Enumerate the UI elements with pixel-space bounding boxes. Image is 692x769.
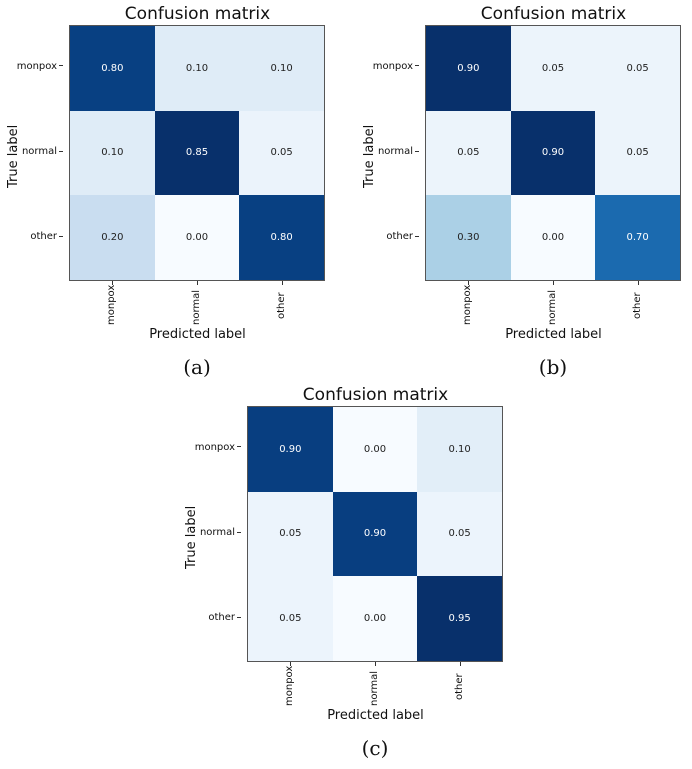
subfigure-caption: (c) [361, 736, 389, 760]
heatmap-cell: 0.05 [510, 26, 596, 111]
heatmap-cell: 0.85 [154, 110, 240, 196]
heatmap-cell: 0.90 [510, 110, 596, 196]
x-tick-label: monpox [105, 284, 117, 325]
heatmap-cell: 0.70 [595, 195, 680, 280]
x-tick-label: other [454, 672, 466, 700]
heatmap-cell: 0.05 [248, 576, 333, 661]
heatmap-cell: 0.05 [595, 26, 680, 111]
heatmap-cell: 0.00 [154, 195, 240, 280]
y-tick-label: monpox [359, 61, 419, 72]
heatmap-cell: 0.10 [70, 110, 155, 196]
heatmap-cell: 0.95 [417, 576, 502, 661]
heatmap-cell: 0.05 [426, 110, 511, 196]
y-tick-label: monpox [181, 442, 241, 453]
chart-title: Confusion matrix [302, 385, 449, 405]
heatmap-cell: 0.90 [248, 407, 333, 492]
x-axis-title: Predicted label [505, 327, 602, 342]
x-tick-mark [282, 281, 284, 285]
x-axis-title: Predicted label [149, 327, 246, 342]
x-tick-label: other [276, 291, 288, 319]
heatmap-cell: 0.05 [248, 491, 333, 577]
x-axis-title: Predicted label [327, 708, 424, 723]
x-tick-mark [638, 281, 640, 285]
heatmap-cell: 0.05 [239, 110, 324, 196]
heatmap-cell: 0.10 [239, 26, 324, 111]
y-tick-label: normal [3, 146, 63, 157]
y-axis-title: True label [6, 124, 21, 188]
heatmap-cell: 0.10 [154, 26, 240, 111]
x-tick-mark [460, 662, 462, 666]
x-tick-label: other [632, 291, 644, 319]
x-tick-mark [553, 281, 554, 285]
heatmap-cell: 0.10 [417, 407, 502, 492]
y-tick-label: normal [181, 527, 241, 538]
x-tick-label: monpox [283, 665, 295, 706]
y-tick-label: monpox [3, 61, 63, 72]
heatmap-cell: 0.20 [70, 195, 155, 280]
heatmap-cell: 0.05 [595, 110, 680, 196]
heatmap-cell: 0.90 [332, 491, 418, 577]
heatmap-cell: 0.80 [239, 195, 324, 280]
x-tick-label: monpox [461, 284, 473, 325]
heatmap-cell: 0.30 [426, 195, 511, 280]
heatmap-cell: 0.00 [332, 407, 418, 492]
heatmap-cell: 0.00 [510, 195, 596, 280]
y-tick-label: other [359, 231, 419, 242]
y-tick-label: normal [359, 146, 419, 157]
x-tick-label: normal [191, 289, 202, 325]
y-tick-label: other [3, 231, 63, 242]
y-tick-label: other [181, 612, 241, 623]
x-tick-mark [467, 281, 469, 285]
subfigure-caption: (b) [538, 355, 568, 379]
y-axis-title: True label [184, 505, 199, 569]
heatmap-cell: 0.05 [417, 491, 502, 577]
y-axis-title: True label [362, 124, 377, 188]
subfigure-caption: (a) [183, 355, 211, 379]
x-tick-mark [375, 662, 376, 666]
x-tick-label: normal [369, 670, 380, 706]
chart-title: Confusion matrix [124, 4, 271, 24]
heatmap-cell: 0.80 [70, 26, 155, 111]
chart-title: Confusion matrix [480, 4, 627, 24]
heatmap-cell: 0.90 [426, 26, 511, 111]
x-tick-label: normal [547, 289, 558, 325]
x-tick-mark [111, 281, 113, 285]
x-tick-mark [289, 662, 291, 666]
x-tick-mark [197, 281, 198, 285]
heatmap-cell: 0.00 [332, 576, 418, 661]
